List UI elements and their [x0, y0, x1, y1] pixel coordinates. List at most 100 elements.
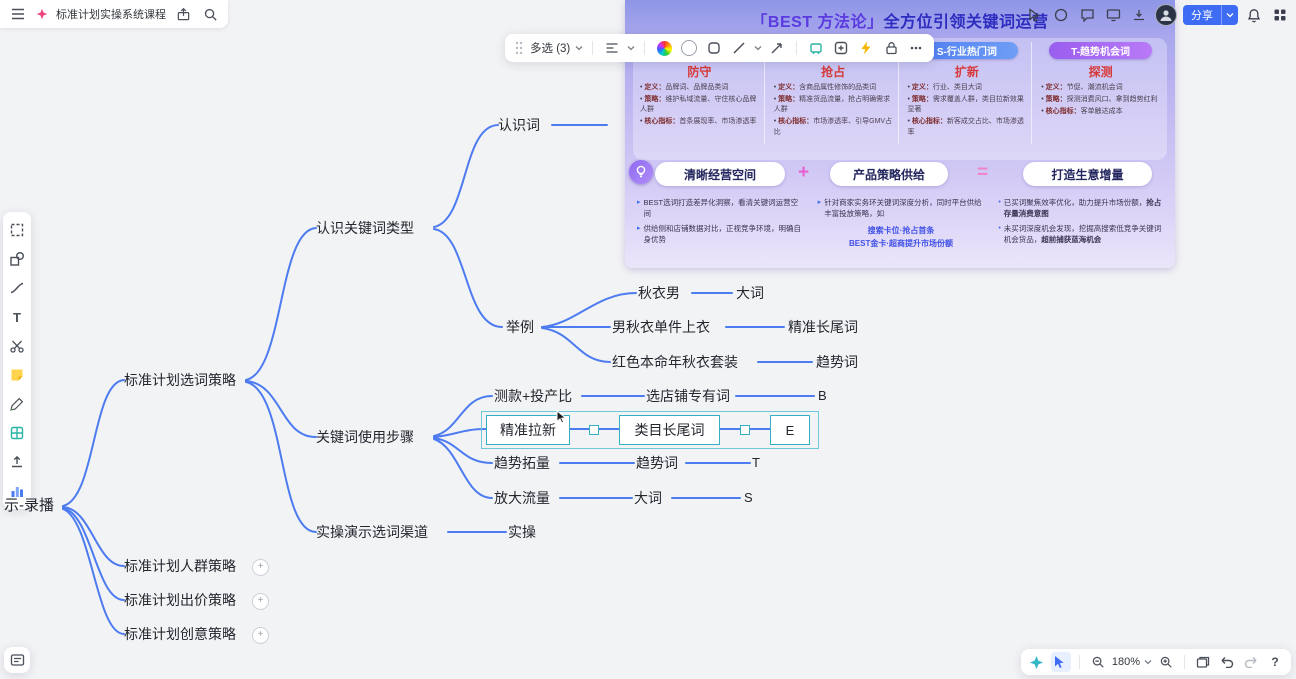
- mindmap-node-step3-tag[interactable]: T: [752, 455, 760, 470]
- mindmap-node-example1-tag[interactable]: 大词: [736, 285, 764, 301]
- share-button[interactable]: 分享: [1183, 5, 1238, 25]
- mindmap-node-step2-mid-selected[interactable]: 类目长尾词: [619, 415, 720, 445]
- present-icon[interactable]: [1103, 5, 1123, 25]
- help-icon[interactable]: ?: [1271, 655, 1279, 669]
- color-wheel-icon[interactable]: [654, 38, 674, 58]
- avatar[interactable]: [1155, 4, 1177, 26]
- export-icon[interactable]: [173, 4, 193, 24]
- bullet-item: • 核心指标：首条展现率、市场渗透率: [640, 118, 757, 126]
- apps-grid-icon[interactable]: [1270, 5, 1290, 25]
- top-right-controls: 分享: [1025, 3, 1290, 27]
- mindmap-node-example3-tag[interactable]: 趋势词: [816, 354, 858, 370]
- connector-tool[interactable]: [5, 276, 29, 300]
- mindmap-node-audience-strategy[interactable]: 标准计划人群策略: [124, 558, 236, 574]
- benefit-pill: 清晰经营空间: [655, 162, 785, 186]
- mindmap-node-bid-strategy[interactable]: 标准计划出价策略: [124, 592, 236, 608]
- arrow-connector-icon[interactable]: [767, 38, 787, 58]
- sticky-note-tool[interactable]: [5, 363, 29, 387]
- line-style-icon[interactable]: [729, 38, 749, 58]
- mindmap-node-example3[interactable]: 红色本命年秋衣套装: [612, 354, 738, 370]
- mindmap-node-step2-selected[interactable]: 精准拉新: [486, 415, 570, 445]
- layout-icon[interactable]: [602, 38, 622, 58]
- add-node-icon[interactable]: [831, 38, 851, 58]
- chevron-down-icon[interactable]: [1144, 658, 1152, 666]
- mindmap-node-example[interactable]: 举例: [506, 319, 534, 335]
- notifications-icon[interactable]: [1244, 5, 1264, 25]
- frame-tool[interactable]: [5, 218, 29, 242]
- tactic-label: 探测: [1088, 65, 1113, 79]
- ai-assistant-icon[interactable]: [1027, 652, 1047, 672]
- mindmap-node-example2-tag[interactable]: 精准长尾词: [788, 319, 858, 335]
- laser-pointer-icon[interactable]: [1025, 5, 1045, 25]
- mindmap-node-step3[interactable]: 趋势拓量: [494, 455, 550, 471]
- select-cursor-icon[interactable]: [1050, 652, 1071, 672]
- mindmap-node-step1-mid[interactable]: 选店铺专有词: [646, 388, 730, 404]
- multi-select-label[interactable]: 多选 (3): [530, 43, 571, 55]
- fill-color-icon[interactable]: [679, 38, 699, 58]
- favorite-icon[interactable]: [35, 4, 49, 24]
- collapsed-children-badge[interactable]: +: [252, 559, 269, 576]
- cut-tool[interactable]: [5, 334, 29, 358]
- comment-icon[interactable]: [1077, 5, 1097, 25]
- selection-toolbar: 多选 (3): [505, 34, 935, 62]
- connector-handle[interactable]: [740, 425, 750, 435]
- chevron-down-icon[interactable]: [627, 44, 635, 52]
- table-tool[interactable]: [5, 421, 29, 445]
- download-icon[interactable]: [1129, 5, 1149, 25]
- bullet-item: • 核心指标：新客成交占比、市场渗透率: [907, 118, 1024, 136]
- pages-icon[interactable]: [1193, 652, 1213, 672]
- benefit-pill: 产品策略供给: [830, 162, 948, 186]
- search-icon[interactable]: [200, 4, 220, 24]
- zoom-out-icon[interactable]: [1088, 652, 1108, 672]
- label-icon[interactable]: [806, 38, 826, 58]
- left-toolbar: T: [3, 212, 31, 509]
- feedback-button[interactable]: [4, 647, 30, 673]
- mindmap-node-step1[interactable]: 测款+投产比: [494, 388, 573, 404]
- equals-operator: =: [977, 162, 989, 183]
- lock-icon[interactable]: [881, 38, 901, 58]
- mindmap-node-demo[interactable]: 实操: [508, 524, 536, 540]
- text-tool[interactable]: T: [13, 309, 21, 325]
- mindmap-root-node[interactable]: 示-录播: [4, 497, 54, 514]
- mindmap-node-creative-strategy[interactable]: 标准计划创意策略: [124, 626, 236, 642]
- mindmap-node-select-strategy[interactable]: 标准计划选词策略: [124, 372, 236, 388]
- more-icon[interactable]: [906, 38, 926, 58]
- note-icon: [7, 650, 27, 670]
- mindmap-node-know-words[interactable]: 认识词: [498, 117, 540, 133]
- mindmap-node-keyword-types[interactable]: 认识关键词类型: [316, 220, 414, 236]
- zoom-in-icon[interactable]: [1156, 652, 1176, 672]
- bullet-item: • 定义：节促、潮流机会词: [1041, 84, 1123, 91]
- zoom-level[interactable]: 180%: [1111, 656, 1140, 668]
- mindmap-node-step4-tag[interactable]: S: [744, 490, 753, 505]
- mindmap-node-example1[interactable]: 秋衣男: [638, 285, 680, 301]
- drag-handle-icon[interactable]: [513, 38, 525, 58]
- mindmap-node-example2[interactable]: 男秋衣单件上衣: [612, 319, 710, 335]
- bullet-item: • 核心指标：市场渗透率、引导GMV占比: [773, 118, 893, 136]
- connector-handle[interactable]: [589, 425, 599, 435]
- chevron-down-icon[interactable]: [575, 44, 583, 52]
- border-style-icon[interactable]: [704, 38, 724, 58]
- column-pill: T-趋势机会词: [1049, 42, 1152, 59]
- pen-tool[interactable]: [5, 392, 29, 416]
- mindmap-node-demo-channel[interactable]: 实操演示选词渠道: [316, 524, 428, 540]
- timer-icon[interactable]: [1051, 5, 1071, 25]
- mindmap-node-step1-tag[interactable]: B: [818, 388, 827, 403]
- mindmap-node-step4[interactable]: 放大流量: [494, 490, 550, 506]
- quick-style-icon[interactable]: [856, 38, 876, 58]
- share-dropdown-icon[interactable]: [1221, 5, 1238, 25]
- mouse-cursor: [556, 409, 569, 429]
- menu-icon[interactable]: [8, 4, 28, 24]
- shapes-tool[interactable]: [5, 247, 29, 271]
- redo-icon[interactable]: [1241, 652, 1261, 672]
- mindmap-node-step3-mid[interactable]: 趋势词: [636, 455, 678, 471]
- collapsed-children-badge[interactable]: +: [252, 593, 269, 610]
- mindmap-node-step2-tag-selected[interactable]: E: [770, 415, 810, 445]
- import-tool[interactable]: [5, 450, 29, 474]
- mindmap-node-step4-mid[interactable]: 大词: [634, 490, 662, 506]
- mindmap-node-usage-steps[interactable]: 关键词使用步骤: [316, 429, 414, 445]
- collapsed-children-badge[interactable]: +: [252, 627, 269, 644]
- chevron-down-icon[interactable]: [754, 44, 762, 52]
- chart-tool[interactable]: [5, 479, 29, 503]
- undo-icon[interactable]: [1217, 652, 1237, 672]
